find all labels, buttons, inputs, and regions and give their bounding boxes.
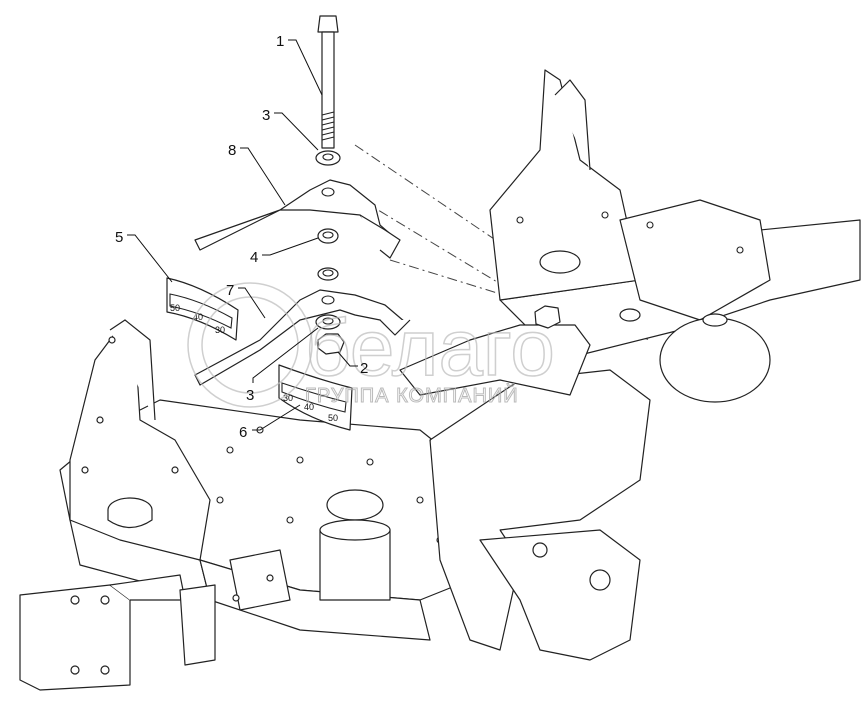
scale-6-value-30: 30	[283, 393, 293, 403]
lever-7	[194, 289, 411, 386]
callout-4: 4	[250, 249, 258, 266]
main-frame	[19, 319, 491, 691]
callout-6: 6	[239, 424, 247, 441]
scale-6-value-50: 50	[328, 413, 338, 423]
scale-5-value-30: 30	[215, 325, 225, 335]
callout-3-top: 3	[262, 107, 270, 124]
lever-right	[399, 305, 591, 396]
rear-frame	[429, 69, 861, 661]
callout-1: 1	[276, 33, 284, 50]
lever-8	[194, 179, 401, 259]
watermark-logo: белаго ГРУППА КОМПАНИЙ	[187, 282, 556, 408]
watermark-subtitle: ГРУППА КОМПАНИЙ	[305, 383, 519, 407]
callouts: 1 3 8 4 5 7 2 3 6	[115, 33, 368, 441]
svg-text:белаго: белаго	[305, 303, 555, 392]
callout-2: 2	[360, 360, 368, 377]
callout-8: 8	[228, 142, 236, 159]
callout-3-bottom: 3	[246, 387, 254, 404]
bolt-1	[317, 15, 339, 149]
washers-nut	[315, 150, 345, 355]
callout-7: 7	[226, 282, 234, 299]
scale-plate-5: 50 40 30	[166, 277, 239, 341]
scale-6-value-40: 40	[304, 402, 314, 412]
scale-5-value-50: 50	[170, 303, 180, 313]
callout-5: 5	[115, 229, 123, 246]
scale-5-value-40: 40	[193, 312, 203, 322]
